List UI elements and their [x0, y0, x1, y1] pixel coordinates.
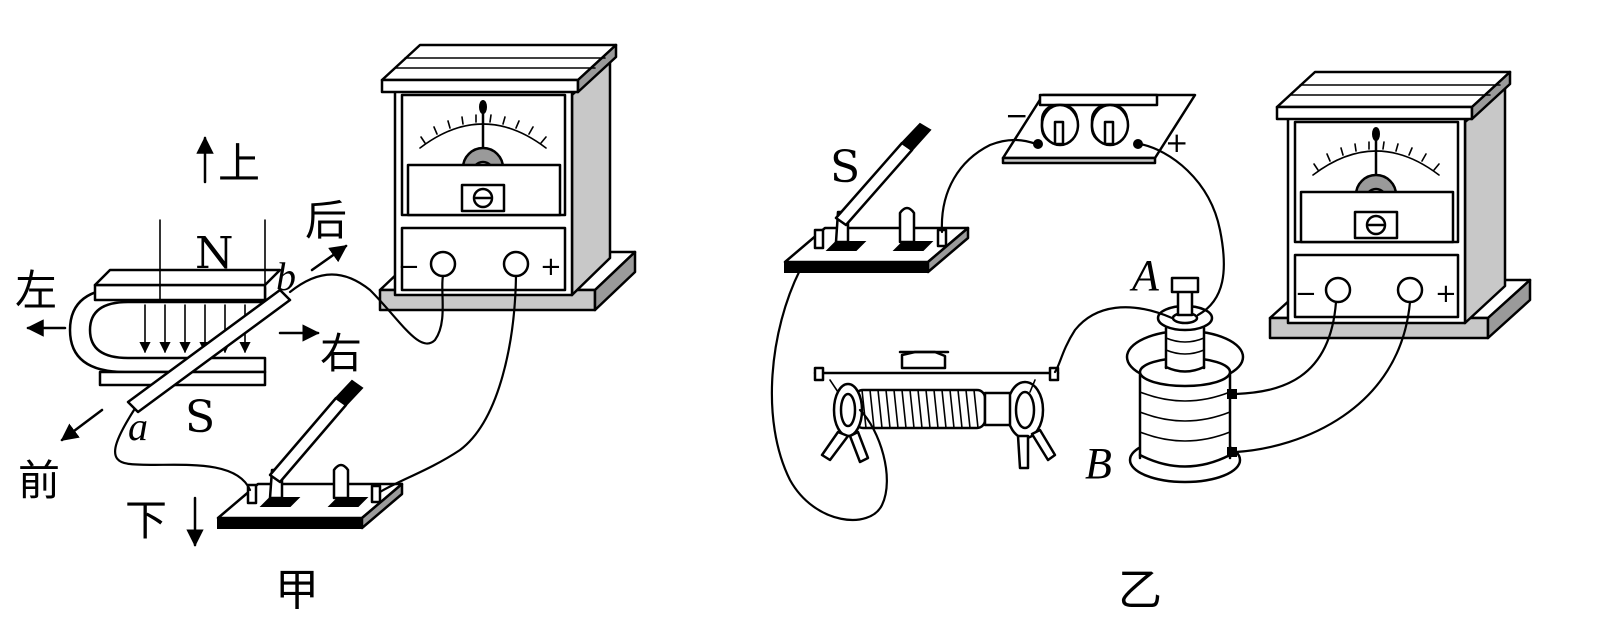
magnet-north-label: N — [195, 228, 234, 279]
rheostat-coil-windings — [861, 389, 979, 429]
scale-ticks-b — [1313, 141, 1440, 171]
wire-a-rod-to-switch — [114, 408, 252, 492]
horseshoe-magnet: N S — [68, 219, 282, 443]
galvanometer-a: − + — [378, 43, 637, 312]
wire-b-coil-a-to-rheostat — [1053, 306, 1174, 374]
figure-a: − + N S — [15, 43, 637, 616]
rheostat — [813, 350, 1060, 470]
figure-b: − + S — [770, 70, 1532, 616]
direction-down-label: 下 — [125, 496, 167, 545]
battery-holder: − + — [1001, 93, 1197, 165]
conducting-rod: a b — [126, 254, 296, 449]
rod-end-a-label: a — [128, 404, 148, 449]
magnet-south-label: S — [185, 392, 215, 443]
arrow-back-icon — [310, 244, 348, 272]
wire-b-coil-b-to-meter-minus — [1234, 300, 1338, 396]
figure-b-caption: 乙 — [1118, 565, 1162, 616]
meter-b-minus-label: − — [1295, 279, 1317, 309]
wire-b-coil-b-to-meter-plus — [1234, 300, 1412, 454]
battery-minus-label: − — [1005, 99, 1028, 132]
meter-b-plus-label: + — [1435, 279, 1457, 309]
direction-front-label: 前 — [18, 456, 60, 505]
battery-plus-label: + — [1165, 126, 1188, 159]
wire-b-switch-to-rheostat — [770, 268, 888, 522]
direction-right-label: 右 — [320, 329, 362, 378]
direction-back-label: 后 — [305, 196, 347, 245]
wire-b-switch-to-battery — [940, 138, 1038, 234]
galvanometer-b: − + — [1268, 70, 1532, 340]
switch-b-label: S — [830, 142, 860, 193]
direction-indicators: 上 下 左 右 后 前 — [15, 136, 362, 547]
wire-b-battery-to-coil-a — [1138, 142, 1225, 317]
figure-a-caption: 甲 — [275, 565, 319, 616]
wire-a-meter-to-switch — [378, 274, 518, 494]
direction-left-label: 左 — [15, 266, 57, 315]
coil-b-label: B — [1085, 439, 1112, 488]
meter-a-minus-label: − — [398, 252, 420, 282]
scale-ticks-a — [420, 114, 547, 144]
coil-a-label: A — [1129, 251, 1160, 300]
switch-a — [216, 379, 404, 530]
coil-assembly: A B — [1085, 251, 1245, 488]
meter-a-plus-label: + — [540, 252, 562, 282]
direction-up-label: 上 — [218, 139, 260, 188]
arrow-front-icon — [60, 408, 104, 442]
switch-b: S — [783, 122, 970, 274]
rod-end-b-label: b — [276, 254, 296, 299]
wire-a-b-to-meter — [288, 273, 445, 345]
